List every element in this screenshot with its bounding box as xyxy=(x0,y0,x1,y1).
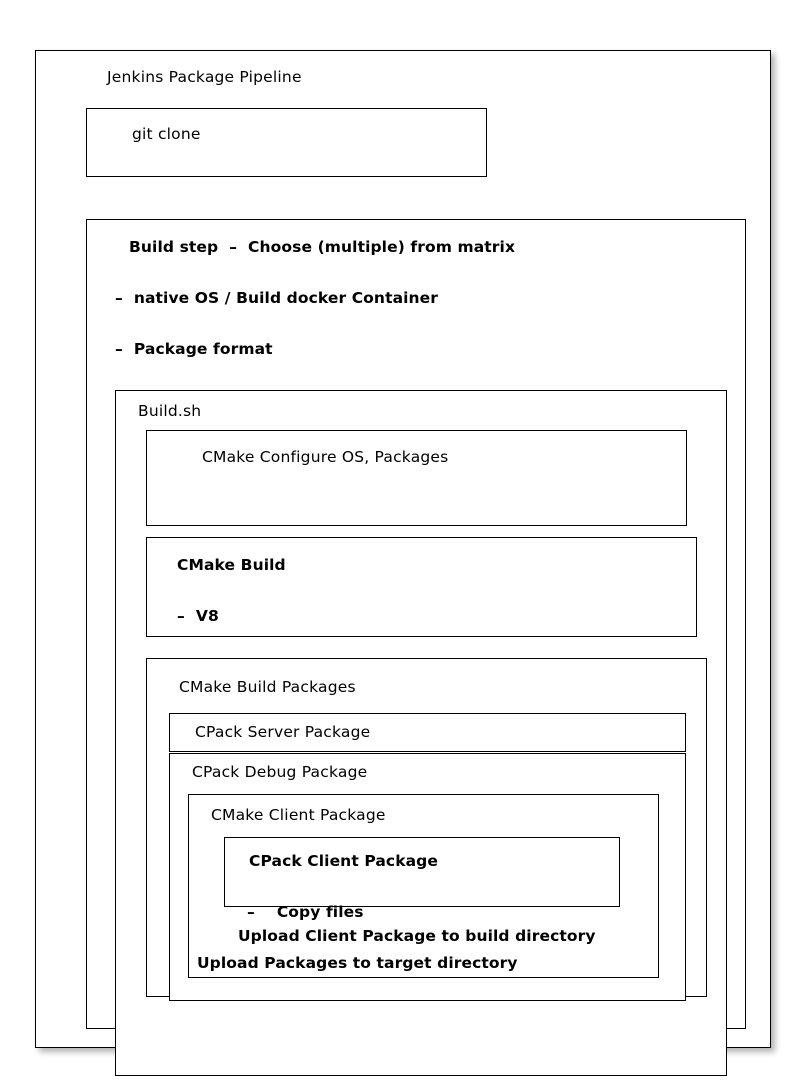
stage-cmake-build-packages[interactable]: CMake Build Packages CPack Server Packag… xyxy=(146,658,707,1001)
cpack-client-package-item: – Copy files xyxy=(247,903,364,922)
stage-build-step[interactable]: Build step – Choose (multiple) from matr… xyxy=(86,219,746,1076)
cmake-build-packages-label: CMake Build Packages xyxy=(179,678,356,696)
cpack-debug-package-label: CPack Debug Package xyxy=(192,763,368,781)
cmake-configure-label: CMake Configure OS, Packages xyxy=(202,448,449,466)
stage-cmake-client-package[interactable]: CMake Client Package CPack Client Packag… xyxy=(188,794,659,978)
cpack-client-package-items: – Copy files xyxy=(247,871,364,955)
build-step-option: – Package format xyxy=(115,339,273,358)
page-title: Jenkins Package Pipeline xyxy=(107,68,302,86)
stage-git-clone[interactable]: git clone xyxy=(86,108,487,177)
stage-cmake-build[interactable]: CMake Build – V8 – Rocksdb Arangodb xyxy=(146,537,697,725)
stage-cmake-configure[interactable]: CMake Configure OS, Packages xyxy=(146,430,687,526)
stage-cpack-client-package[interactable]: CPack Client Package – Copy files xyxy=(224,837,620,921)
build-step-option: – native OS / Build docker Container xyxy=(115,289,439,308)
build-step-heading: Build step – Choose (multiple) from matr… xyxy=(129,238,516,256)
build-sh-label: Build.sh xyxy=(138,402,202,420)
upload-packages-label: Upload Packages to target directory xyxy=(197,954,518,972)
cpack-server-package-label: CPack Server Package xyxy=(195,723,371,741)
git-clone-label: git clone xyxy=(132,125,201,143)
upload-client-package-label: Upload Client Package to build directory xyxy=(238,927,596,945)
stage-cpack-server-package[interactable]: CPack Server Package xyxy=(169,713,686,752)
cpack-client-package-heading: CPack Client Package xyxy=(249,852,438,870)
cmake-build-item: – V8 xyxy=(177,607,219,626)
stage-build-sh[interactable]: Build.sh CMake Configure OS, Packages CM… xyxy=(115,390,727,1076)
pipeline-outer-frame: Jenkins Package Pipeline git clone Build… xyxy=(35,50,771,1076)
cmake-build-heading: CMake Build xyxy=(177,556,286,574)
stage-cpack-debug-package[interactable]: CPack Debug Package CMake Client Package… xyxy=(169,753,686,1001)
cmake-client-package-label: CMake Client Package xyxy=(211,806,386,824)
